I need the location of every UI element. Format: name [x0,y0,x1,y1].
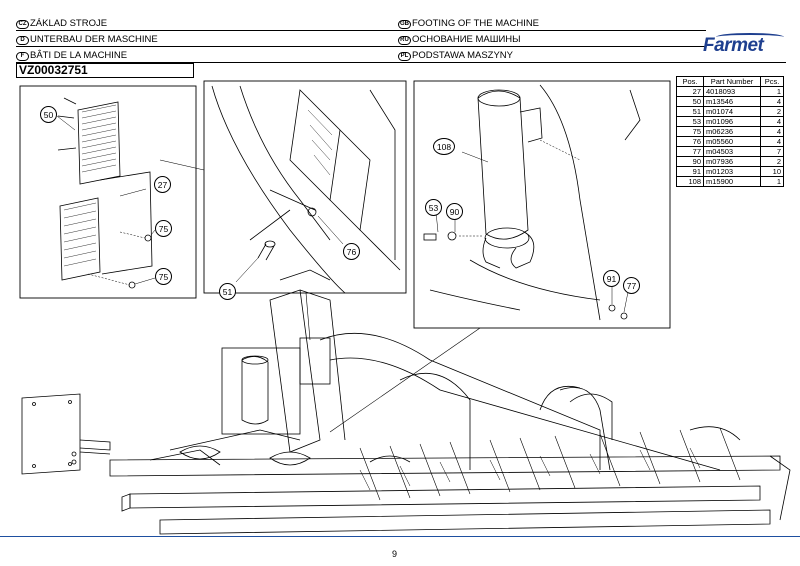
country-code-badge: RU [398,35,411,45]
machine-frame [21,269,791,535]
header-cz: CZ ZÁKLAD STROJE [16,18,107,30]
header-f: F BÂTI DE LA MACHINE [16,50,127,62]
cell-pcs: 1 [760,176,784,187]
logo-swoosh [716,33,784,41]
document-id: VZ00032751 [16,63,194,78]
header-d: D UNTERBAU DER MASCHINE [16,34,158,46]
header-divider [16,30,706,31]
header-divider [16,62,786,63]
brand-logo: Farmet [703,35,764,56]
header-title-pl: PODSTAWA MASZYNY [412,50,513,61]
callout-76: 76 [343,243,360,260]
header-title-d: UNTERBAU DER MASCHINE [30,34,158,45]
callout-77: 77 [623,277,640,294]
country-code-badge: CZ [16,19,29,29]
detail-box-plate [19,85,197,299]
callout-91: 91 [603,270,620,287]
header-ru: RU ОСНОВАНИЕ МАШИНЫ [398,34,521,46]
callout-75: 75 [155,220,172,237]
country-code-badge: D [16,35,29,45]
header-title-f: BÂTI DE LA MACHINE [30,50,128,61]
detail-box-cylinder [413,80,671,329]
callout-108: 108 [433,138,455,155]
callout-27: 27 [154,176,171,193]
callout-53: 53 [425,199,442,216]
country-code-badge: PL [398,51,411,61]
callout-75: 75 [155,268,172,285]
header-title-gb: FOOTING OF THE MACHINE [412,18,540,29]
detail-inset [221,347,301,435]
callout-51: 51 [219,283,236,300]
header-pl: PL PODSTAWA MASZYNY [398,50,513,62]
callout-90: 90 [446,203,463,220]
country-code-badge: F [16,51,29,61]
header-title-ru: ОСНОВАНИЕ МАШИНЫ [412,34,521,45]
page-number: 9 [392,549,398,559]
header-title-cz: ZÁKLAD STROJE [30,18,108,29]
header-gb: GB FOOTING OF THE MACHINE [398,18,539,30]
footer-rule [0,536,800,537]
header-divider [16,46,706,47]
detail-box-center [203,80,407,294]
callout-50: 50 [40,106,57,123]
country-code-badge: GB [398,19,411,29]
